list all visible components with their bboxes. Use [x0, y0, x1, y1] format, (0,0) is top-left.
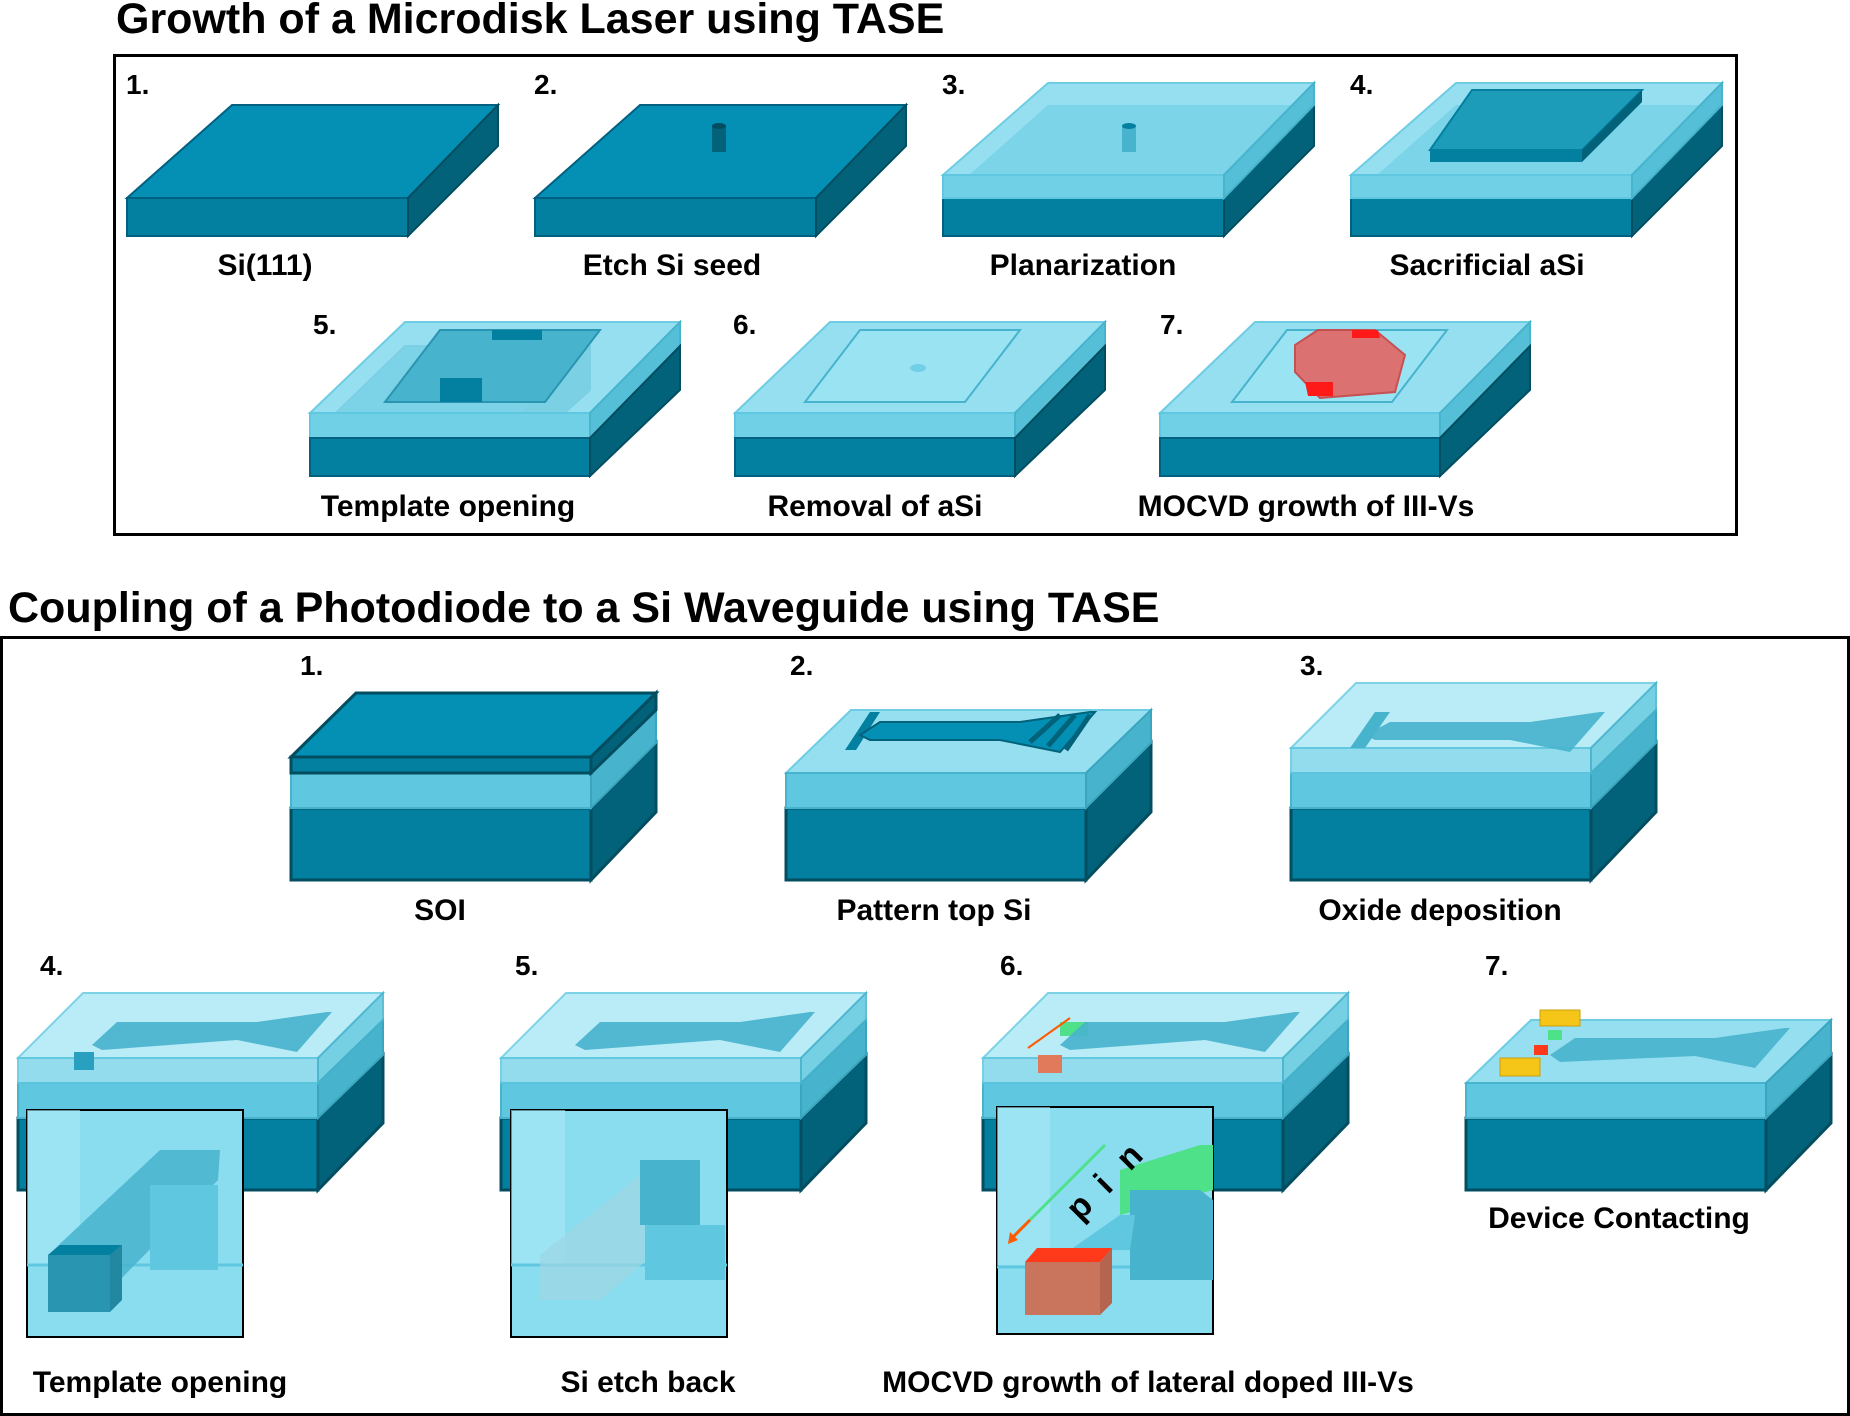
s2-step6-wafer: p i n	[980, 990, 1351, 1335]
s1-step1-wafer	[124, 102, 501, 239]
s2-step4-num: 4.	[40, 950, 63, 981]
s1-step3-num: 3.	[942, 69, 965, 100]
s1-step1-label: Si(111)	[217, 249, 312, 282]
s2-step4-inset	[26, 1109, 244, 1338]
s1-step5-num: 5.	[313, 309, 336, 340]
s1-step3-label: Planarization	[990, 249, 1177, 282]
s2-step5-num: 5.	[515, 950, 538, 981]
s2-step1-wafer	[287, 689, 660, 884]
s2-step6-num: 6.	[1000, 950, 1023, 981]
section1-frame	[113, 54, 1738, 536]
s1-step5-label: Template opening	[321, 490, 575, 523]
s1-step1-num: 1.	[126, 69, 149, 100]
s2-step5-label: Si etch back	[560, 1366, 735, 1399]
s1-step4-num: 4.	[1350, 69, 1373, 100]
section1-title: Growth of a Microdisk Laser using TASE	[116, 0, 945, 43]
s1-step7-label: MOCVD growth of III-Vs	[1138, 490, 1475, 523]
s2-step4-wafer	[15, 990, 386, 1338]
s2-step6-label: MOCVD growth of lateral doped III-Vs	[882, 1366, 1414, 1399]
s2-step2-label: Pattern top Si	[836, 894, 1031, 927]
s1-step4-wafer	[1348, 80, 1725, 239]
s2-step3-num: 3.	[1300, 650, 1323, 681]
s2-step3-label: Oxide deposition	[1318, 894, 1561, 927]
s2-step7-label: Device Contacting	[1488, 1202, 1750, 1235]
s2-step7-num: 7.	[1485, 950, 1508, 981]
s2-step4-label: Template opening	[33, 1366, 287, 1399]
s2-step5-inset	[510, 1109, 728, 1338]
s2-step3-wafer	[1288, 680, 1659, 884]
s2-step1-label: SOI	[414, 894, 466, 927]
section2-title: Coupling of a Photodiode to a Si Wavegui…	[8, 584, 1160, 632]
s2-step7-wafer	[1463, 1009, 1834, 1194]
s1-step5-wafer	[307, 319, 683, 479]
s1-step6-wafer	[732, 319, 1108, 479]
s1-step2-num: 2.	[534, 69, 557, 100]
s1-step4-label: Sacrificial aSi	[1389, 249, 1584, 282]
s1-step7-num: 7.	[1160, 309, 1183, 340]
s2-step2-num: 2.	[790, 650, 813, 681]
s1-step7-wafer	[1157, 319, 1533, 479]
s2-step1-num: 1.	[300, 650, 323, 681]
s1-step2-wafer	[532, 102, 909, 239]
s1-step3-wafer	[940, 80, 1317, 239]
s1-step6-num: 6.	[733, 309, 756, 340]
s2-step6-inset	[996, 1106, 1214, 1335]
s2-step2-wafer	[783, 707, 1154, 884]
s1-step6-label: Removal of aSi	[767, 490, 982, 523]
s2-step5-wafer	[498, 990, 869, 1338]
s1-step2-label: Etch Si seed	[583, 249, 761, 282]
section2-frame	[0, 636, 1850, 1416]
